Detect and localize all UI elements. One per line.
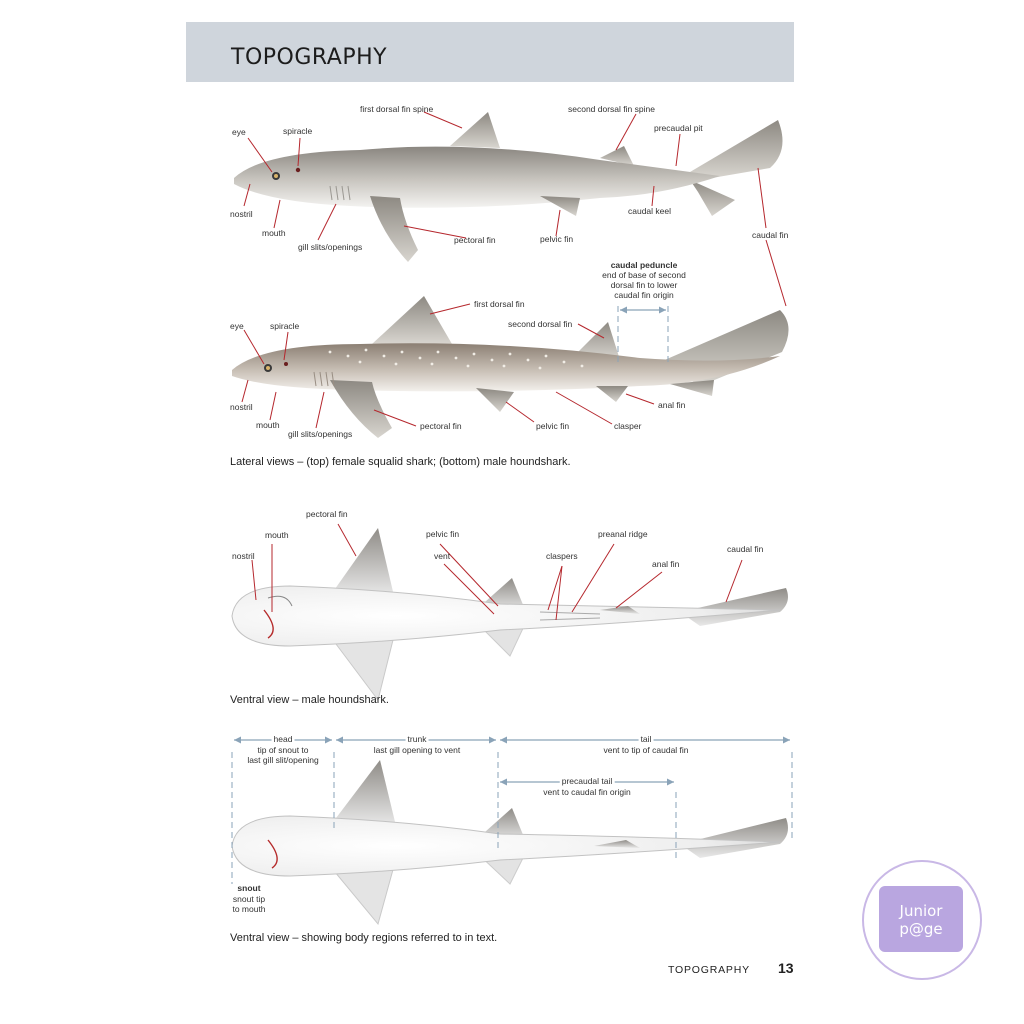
squalid-shark-lateral [234, 112, 783, 262]
label-caudal-peduncle-desc-2: dorsal fin to lower [610, 280, 678, 290]
label-region-tail-desc: vent to tip of caudal fin [603, 745, 689, 755]
page-number: 13 [778, 960, 794, 976]
label-caudal-fin-ventral: caudal fin [727, 544, 764, 554]
page-title: TOPOGRAPHY [231, 45, 388, 70]
label-region-trunk-title: trunk [405, 734, 429, 744]
label-first-dorsal-fin-spine: first dorsal fin spine [360, 104, 434, 114]
label-pectoral-fin-bottom: pectoral fin [420, 421, 462, 431]
header-band: TOPOGRAPHY [186, 22, 794, 82]
junior-page-watermark: Junior p@ge [862, 860, 982, 980]
label-region-trunk-desc: last gill opening to vent [373, 745, 461, 755]
label-region-snout-desc-1: snout tip [232, 894, 266, 904]
label-region-precaudal-title: precaudal tail [559, 776, 615, 786]
label-second-dorsal-fin-spine: second dorsal fin spine [568, 104, 655, 114]
label-mouth-bottom: mouth [256, 420, 280, 430]
label-pectoral-fin-top: pectoral fin [454, 235, 496, 245]
label-region-snout-desc-2: to mouth [232, 904, 266, 914]
label-vent: vent [434, 551, 451, 561]
label-caudal-peduncle-desc-3: caudal fin origin [614, 290, 674, 300]
label-region-head-desc-1: tip of snout to [257, 745, 309, 755]
label-mouth-ventral: mouth [265, 530, 289, 540]
badge-line-1: Junior [899, 902, 943, 920]
label-spiracle-bottom: spiracle [270, 321, 300, 331]
label-region-precaudal-desc: vent to caudal fin origin [543, 787, 631, 797]
label-pelvic-fin-ventral: pelvic fin [426, 529, 460, 539]
badge-line-2: p@ge [899, 920, 943, 938]
label-mouth-top: mouth [262, 228, 286, 238]
label-anal-fin-ventral: anal fin [652, 559, 680, 569]
label-clasper: clasper [614, 421, 642, 431]
caption-lateral-views: Lateral views – (top) female squalid sha… [230, 456, 571, 468]
label-pectoral-fin-ventral: pectoral fin [306, 509, 348, 519]
label-spiracle-top: spiracle [283, 126, 313, 136]
label-second-dorsal-fin: second dorsal fin [508, 319, 573, 329]
label-first-dorsal-fin: first dorsal fin [474, 299, 525, 309]
label-caudal-keel: caudal keel [628, 206, 672, 216]
label-region-head-desc-2: last gill slit/opening [247, 755, 319, 765]
label-region-tail-title: tail [638, 734, 654, 744]
houndshark-lateral [232, 296, 789, 438]
label-nostril-ventral: nostril [232, 551, 255, 561]
houndshark-ventral [231, 528, 788, 702]
label-caudal-fin-top: caudal fin [752, 230, 789, 240]
label-anal-fin-bottom: anal fin [658, 400, 686, 410]
label-nostril-bottom: nostril [230, 402, 253, 412]
label-caudal-peduncle-title: caudal peduncle [610, 260, 678, 270]
label-eye-top: eye [232, 127, 246, 137]
label-pelvic-fin-top: pelvic fin [540, 234, 574, 244]
label-region-head-title: head [271, 734, 295, 744]
caption-body-regions: Ventral view – showing body regions refe… [230, 932, 498, 944]
label-precaudal-pit: precaudal pit [654, 123, 703, 133]
label-preanal-ridge: preanal ridge [598, 529, 648, 539]
running-head: TOPOGRAPHY [668, 964, 750, 976]
ventral-regions-figure [231, 306, 793, 926]
label-gill-slits-top: gill slits/openings [298, 242, 363, 252]
label-region-snout-title: snout [237, 883, 261, 893]
caption-ventral-view: Ventral view – male houndshark. [230, 694, 389, 706]
label-gill-slits-bottom: gill slits/openings [288, 429, 353, 439]
leader-lines [241, 111, 787, 621]
label-eye-bottom: eye [230, 321, 244, 331]
book-icon: Junior p@ge [879, 886, 963, 952]
label-pelvic-fin-bottom: pelvic fin [536, 421, 570, 431]
label-claspers: claspers [546, 551, 578, 561]
label-caudal-peduncle-desc-1: end of base of second [602, 270, 686, 280]
label-nostril-top: nostril [230, 209, 253, 219]
